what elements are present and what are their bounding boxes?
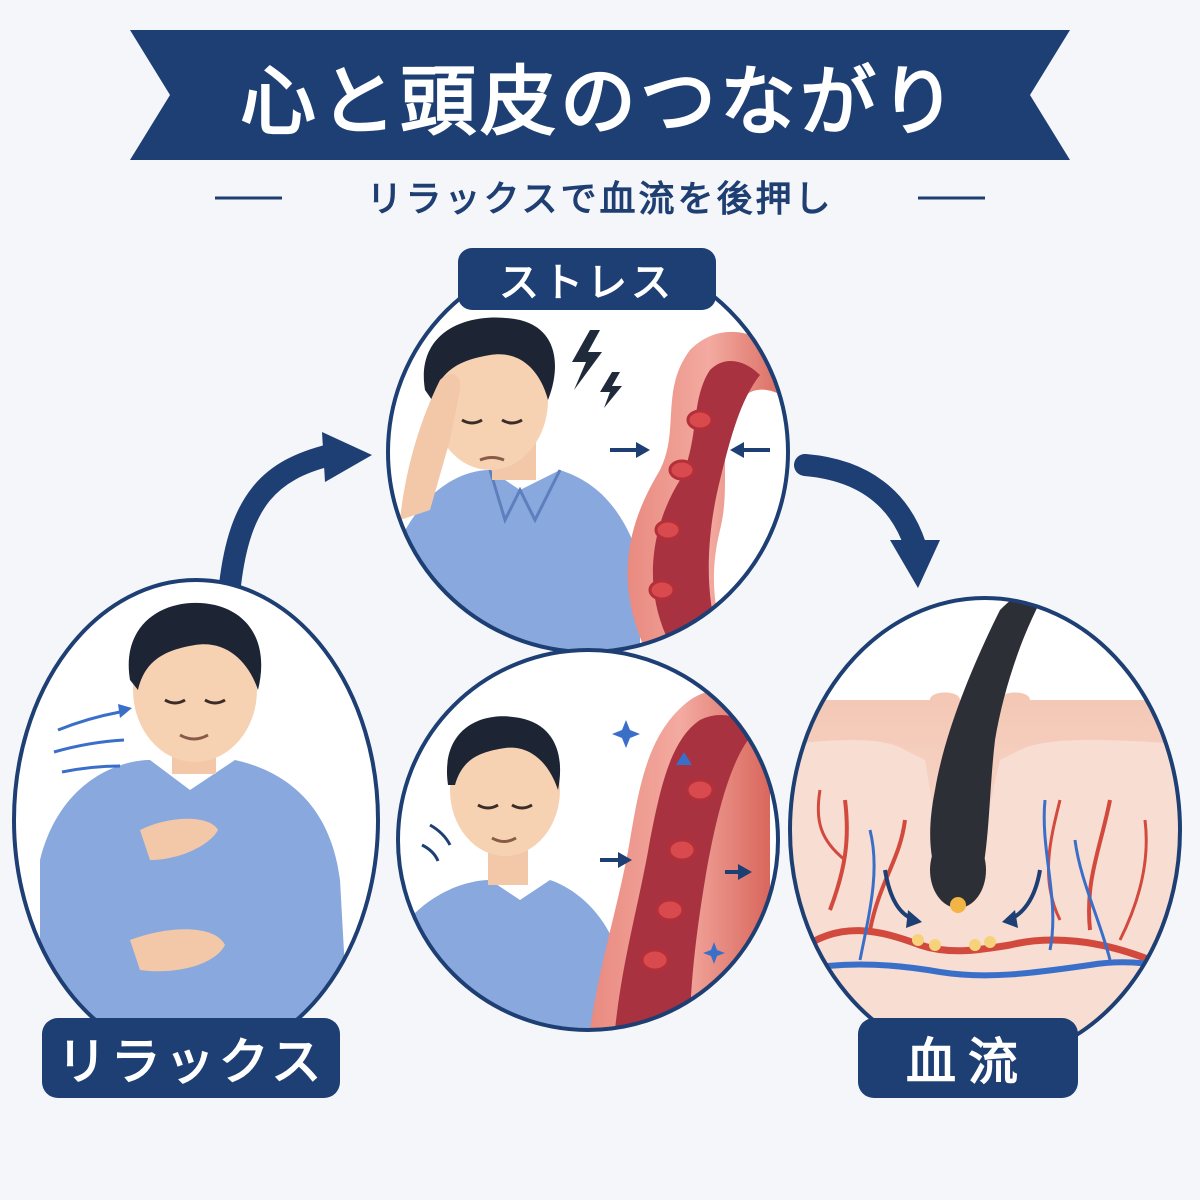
arrow-icon bbox=[610, 442, 650, 458]
arrow-icon bbox=[730, 442, 770, 458]
stress-label-pill bbox=[458, 248, 716, 310]
stress-panel bbox=[386, 250, 790, 654]
page-title: 心と頭皮のつながり bbox=[240, 57, 960, 146]
blood-flow-label-pill bbox=[858, 1018, 1078, 1098]
breath-lines-icon bbox=[421, 823, 452, 862]
blood-flow-label: 血流 bbox=[906, 1033, 1030, 1091]
sparkle-icon bbox=[703, 942, 725, 964]
relax-label-pill bbox=[42, 1018, 340, 1098]
title-banner bbox=[130, 30, 1070, 160]
arrow-icon bbox=[1002, 869, 1042, 928]
arrow-icon bbox=[600, 852, 632, 868]
blood-flow-panel bbox=[788, 596, 1182, 1064]
arrow-relax-to-stress bbox=[219, 432, 372, 596]
sparkle-icon bbox=[612, 720, 640, 748]
subtitle: リラックスで血流を後押し bbox=[366, 179, 834, 220]
hair-follicle-icon bbox=[912, 598, 1060, 951]
arrow-icon bbox=[725, 864, 752, 880]
arrow-stress-to-flow bbox=[794, 454, 940, 588]
stress-label: ストレス bbox=[499, 260, 675, 306]
lightning-icon bbox=[572, 330, 622, 408]
arrow-icon bbox=[883, 869, 922, 928]
breath-lines-icon bbox=[53, 704, 132, 774]
relaxed-vessel-panel bbox=[396, 648, 780, 1032]
relax-label: リラックス bbox=[56, 1033, 326, 1091]
relax-panel bbox=[12, 578, 380, 1062]
